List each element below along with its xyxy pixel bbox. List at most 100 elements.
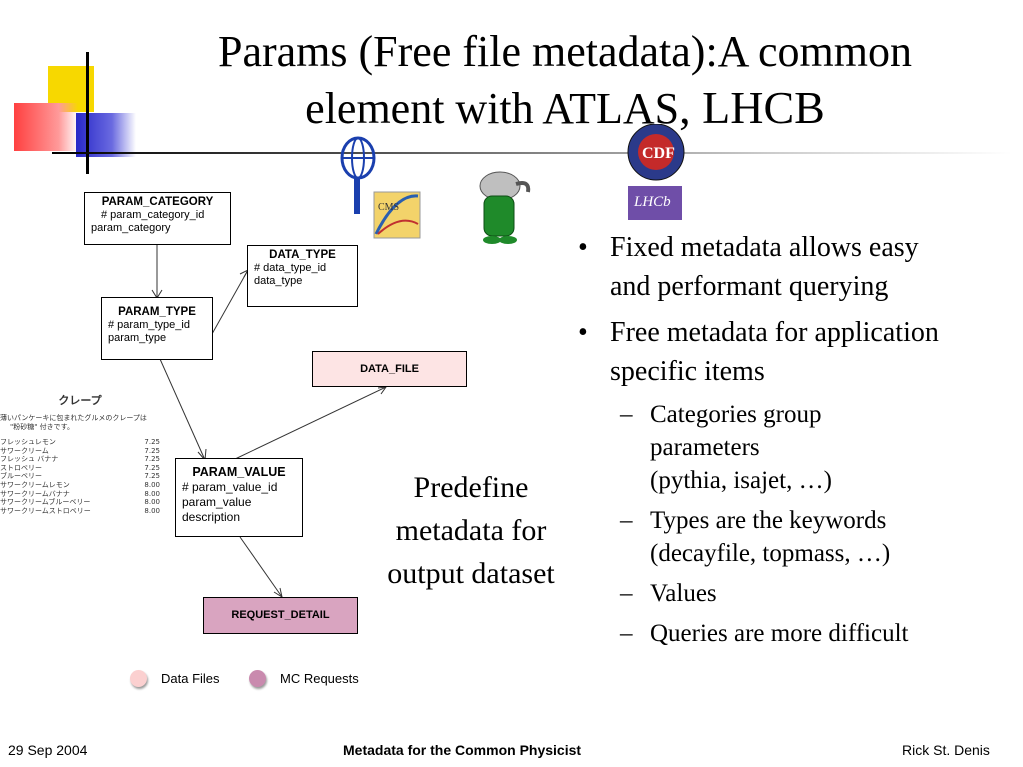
crepe-item-name: フレッシュ バナナ xyxy=(0,455,59,464)
atlas-stem xyxy=(354,178,360,214)
crepe-item-price: 8.00 xyxy=(144,498,160,507)
entity-field: param_type xyxy=(108,332,167,344)
title-line-2a: element with ATLAS xyxy=(305,84,680,133)
predefine-note: Predefine metadata for output dataset xyxy=(360,466,582,595)
crepe-item-row: フレッシュレモン 7.25 xyxy=(0,438,160,447)
sub-bullet-line: Values xyxy=(650,580,717,607)
sub-bullet-line: (decayfile, topmass, …) xyxy=(650,540,891,567)
crepe-item-name: サワークリームストロベリー xyxy=(0,506,91,515)
entity-data-type: DATA_TYPE # data_type_id data_type xyxy=(247,245,358,307)
connector-datatype-paramtype xyxy=(211,269,249,335)
crepe-item-name: サワークリームレモン xyxy=(0,480,70,489)
footer-author: Rick St. Denis xyxy=(902,742,990,758)
atlas-cms-logo: CMS xyxy=(340,136,421,239)
cms-arc-2 xyxy=(377,219,419,235)
cms-logo-text: CMS xyxy=(378,202,399,213)
crepe-item-name: ストロベリー xyxy=(0,463,42,472)
predefine-line-3: output dataset xyxy=(387,557,555,590)
cdf-logo-text: CDF xyxy=(642,145,675,162)
crepe-item-row: サワークリーム 7.25 xyxy=(0,447,160,456)
lhcb-logo-icon xyxy=(628,186,682,220)
crepe-caption-2: "粉砂糖" 付きです。 xyxy=(10,423,74,431)
entity-field: description xyxy=(182,510,241,524)
entity-field: param_value xyxy=(182,495,252,509)
connector-datafile-value xyxy=(232,386,387,461)
sub-bullet-item: Types are the keywords (decayfile, topma… xyxy=(574,504,1004,570)
decor-vertical-line xyxy=(86,52,89,174)
crepe-item-row: サワークリームバナナ 8.00 xyxy=(0,490,160,499)
lhcb-logo-text: LHCb xyxy=(633,194,671,210)
entity-data-file: DATA_FILE xyxy=(312,351,467,387)
legend-mc-requests-dot xyxy=(249,670,266,687)
title-line-2: element with ATLAS, LHCB xyxy=(150,80,980,137)
sub-bullet-line: Categories group parameters xyxy=(650,401,822,461)
elephant-foot-right xyxy=(499,236,517,244)
crepe-item-name: サワークリームブルーベリー xyxy=(0,498,91,507)
crepe-item-price: 8.00 xyxy=(144,489,160,498)
elephant-trunk xyxy=(515,181,531,193)
crepe-item-name: サワークリームバナナ xyxy=(0,489,70,498)
entity-param-type: PARAM_TYPE # param_type_id param_type xyxy=(101,297,213,360)
crepe-item-row: ブルーベリー 7.25 xyxy=(0,472,160,481)
cdf-lhcb-logo: CDF LHCb xyxy=(627,124,685,220)
footer-date: 29 Sep 2004 xyxy=(8,742,88,758)
crepe-item-price: 7.25 xyxy=(144,472,160,481)
crepe-item-row: サワークリームレモン 8.00 xyxy=(0,481,160,490)
title-divider-line xyxy=(52,152,1012,154)
entity-field: data_type xyxy=(254,275,303,287)
elephant-body xyxy=(483,195,515,237)
elephant-foot-left xyxy=(483,236,501,244)
title-line-1: Params (Free file metadata):A common xyxy=(218,27,912,76)
entity-request-detail: REQUEST_DETAIL xyxy=(203,597,358,634)
entity-param-category: PARAM_CATEGORY # param_category_id param… xyxy=(84,192,231,245)
sub-bullet-item: Values xyxy=(574,577,1004,610)
title-line-2b: , LHCB xyxy=(679,82,825,133)
sub-bullet-line: (pythia, isajet, …) xyxy=(650,467,832,494)
entity-request-detail-name: REQUEST_DETAIL xyxy=(231,609,330,621)
bullet-item: Free metadata for application specific i… xyxy=(574,313,990,391)
crepe-items-list: フレッシュレモン 7.25 サワークリーム 7.25 フレッシュ バナナ 7.25 ストロベ… xyxy=(0,438,172,515)
connector-value-request xyxy=(239,536,283,598)
predefine-line-2: metadata for xyxy=(395,514,547,547)
entity-data-type-name: DATA_TYPE xyxy=(269,249,336,261)
crepe-item-row: フレッシュ バナナ 7.25 xyxy=(0,455,160,464)
entity-field: # param_value_id xyxy=(182,480,278,494)
crepe-title: クレープ xyxy=(58,394,102,407)
babar-elephant-icon xyxy=(479,171,531,244)
crepe-menu-image: クレープ 薄いパンケーキに包まれたグルメのクレープは "粉砂糖" 付きです。 フ… xyxy=(0,392,172,540)
crepe-item-price: 7.25 xyxy=(144,455,160,464)
legend-data-files-dot xyxy=(130,670,147,687)
entity-field: param_category xyxy=(91,222,171,234)
connector-type-value xyxy=(159,358,206,461)
entity-param-type-name: PARAM_TYPE xyxy=(118,306,196,318)
crepe-item-price: 7.25 xyxy=(144,438,160,446)
legend-mc-requests-label: MC Requests xyxy=(280,671,359,686)
crepe-item-price: 8.00 xyxy=(144,506,160,515)
legend-data-files-label: Data Files xyxy=(161,671,220,686)
predefine-line-1: Predefine xyxy=(413,471,529,504)
cms-arc xyxy=(374,194,419,235)
connector-datafile-arrow xyxy=(377,386,388,395)
bullet-list: Fixed metadata allows easy and performan… xyxy=(574,228,1004,657)
entity-field: # param_type_id xyxy=(108,319,190,331)
entity-data-file-name: DATA_FILE xyxy=(360,362,419,375)
crepe-item-name: ブルーベリー xyxy=(0,472,42,481)
sub-bullet-line: Types are the keywords xyxy=(650,507,887,534)
crepe-item-row: サワークリームストロベリー 8.00 xyxy=(0,507,160,516)
sub-bullet-item: Categories group parameters (pythia, isa… xyxy=(574,398,910,497)
sub-bullet-line: Queries are more difficult xyxy=(650,620,909,647)
crepe-item-name: サワークリーム xyxy=(0,446,49,455)
entity-param-value: PARAM_VALUE # param_value_id param_value… xyxy=(175,458,303,537)
entity-param-category-name: PARAM_CATEGORY xyxy=(101,196,214,208)
sub-bullet-item: Queries are more difficult xyxy=(574,617,1004,650)
crepe-item-price: 8.00 xyxy=(144,480,160,489)
cdf-inner xyxy=(638,134,674,170)
slide-title: Params (Free file metadata):A common ele… xyxy=(150,24,980,137)
crepe-item-price: 7.25 xyxy=(144,446,160,455)
entity-field: # param_category_id xyxy=(101,209,205,221)
footer-title: Metadata for the Common Physicist xyxy=(343,742,582,758)
decor-red-square xyxy=(14,103,78,151)
crepe-item-price: 7.25 xyxy=(144,463,160,472)
crepe-item-name: フレッシュレモン xyxy=(0,438,56,446)
crepe-caption-1: 薄いパンケーキに包まれたグルメのクレープは xyxy=(0,414,147,422)
